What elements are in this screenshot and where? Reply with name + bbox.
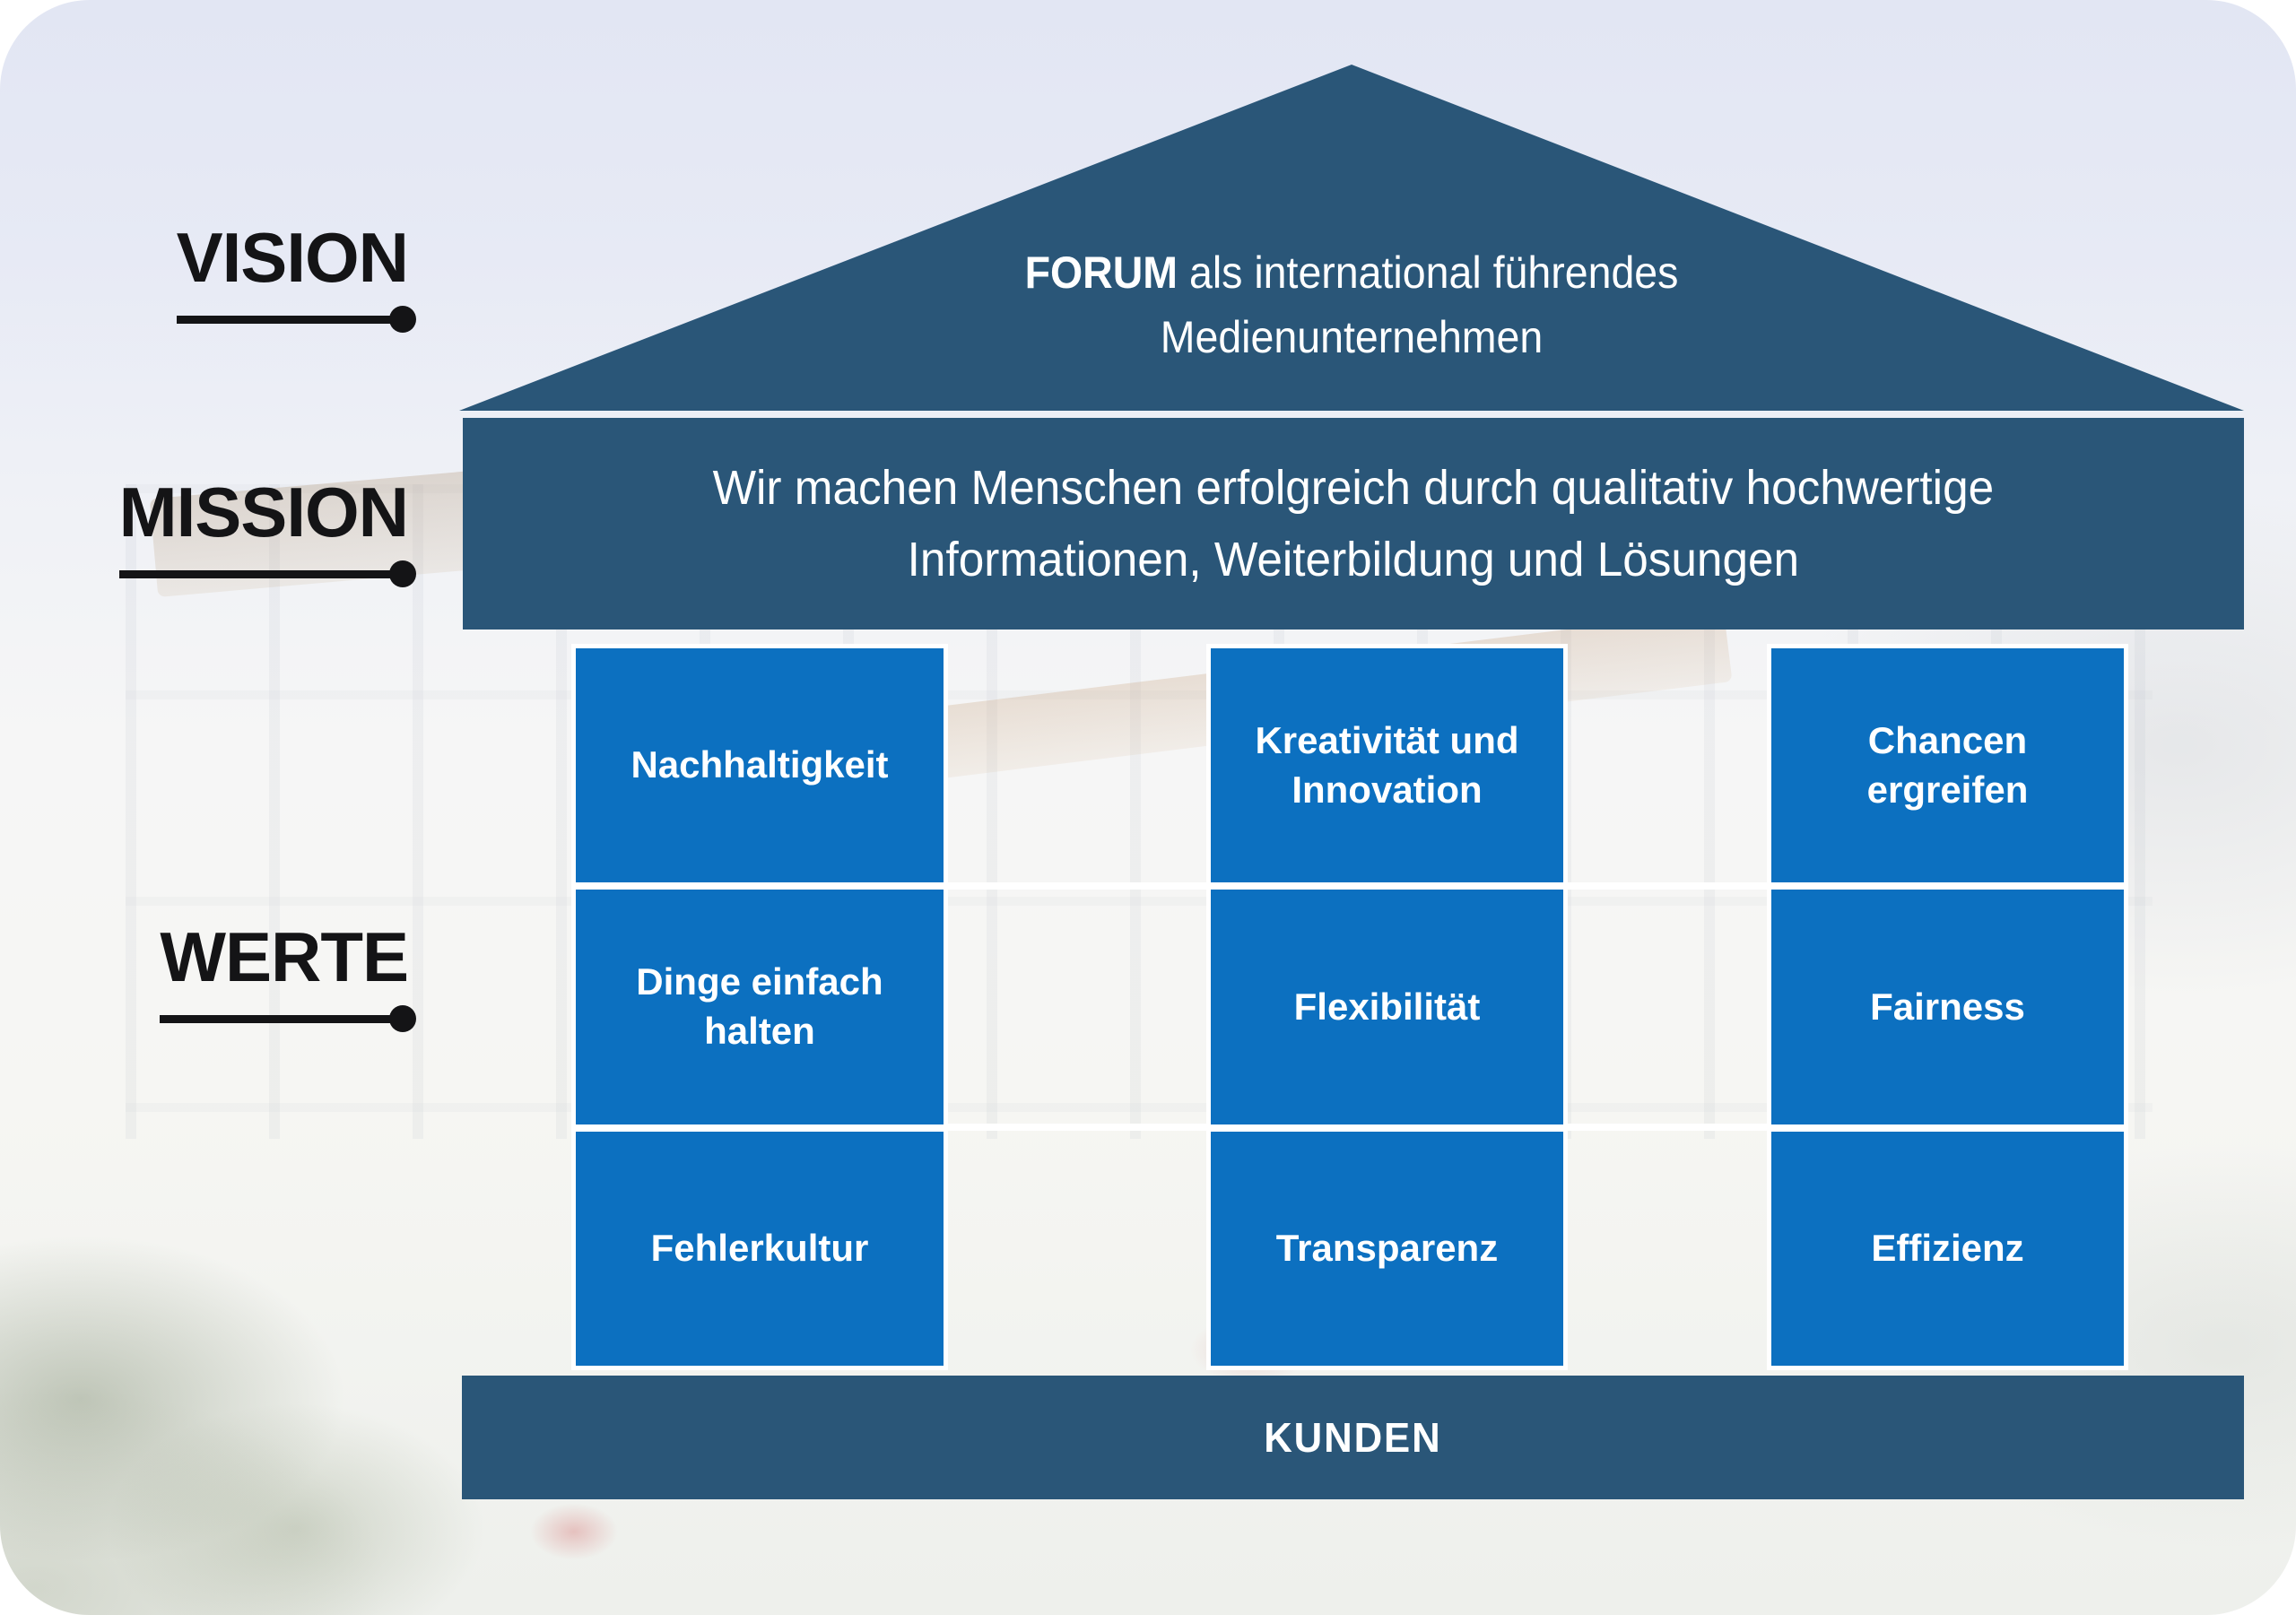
mission-band: Wir machen Menschen erfolgreich durch qu…	[463, 418, 2244, 630]
value-box-nachhaltigkeit: Nachhaltigkeit	[576, 648, 944, 883]
brand-name: FORUM	[1024, 247, 1178, 298]
values-pillar-1: Nachhaltigkeit Dinge einfach halten Fehl…	[571, 644, 948, 1370]
werte-label: WERTE	[160, 917, 416, 1032]
value-box-fairness: Fairness	[1771, 890, 2124, 1124]
mission-label: MISSION	[118, 473, 417, 587]
vision-label: VISION	[176, 218, 417, 333]
vision-statement-line2: Medienunternehmen	[1160, 312, 1544, 362]
mission-label-text: MISSION	[118, 473, 409, 551]
vision-statement-line1-rest: als international führendes	[1178, 247, 1679, 298]
values-pillar-3: Chancen ergreifen Fairness Effizienz	[1767, 644, 2128, 1370]
vision-statement-line1: FORUM als international führendes	[522, 240, 2182, 305]
value-box-dinge-einfach-halten: Dinge einfach halten	[576, 890, 944, 1124]
house-roof-triangle: FORUM als international führendes Medien…	[459, 65, 2244, 411]
vision-statement: FORUM als international führendes Medien…	[522, 240, 2182, 369]
kunden-bar: KUNDEN	[462, 1376, 2244, 1499]
value-box-kreativitaet-innovation: Kreativität und Innovation	[1211, 648, 1563, 883]
value-box-fehlerkultur: Fehlerkultur	[576, 1131, 944, 1366]
value-box-flexibilitaet: Flexibilität	[1211, 890, 1563, 1124]
mission-statement: Wir machen Menschen erfolgreich durch qu…	[712, 461, 1995, 586]
value-box-transparenz: Transparenz	[1211, 1131, 1563, 1366]
vision-underline-with-dot	[176, 306, 417, 333]
kunden-bar-label: KUNDEN	[1264, 1414, 1442, 1461]
werte-label-text: WERTE	[160, 917, 409, 996]
mission-underline-with-dot	[118, 560, 417, 587]
werte-underline-with-dot	[160, 1005, 416, 1032]
values-pillar-2: Kreativität und Innovation Flexibilität …	[1206, 644, 1568, 1370]
values-grid: Nachhaltigkeit Dinge einfach halten Fehl…	[571, 644, 2128, 1370]
vision-label-text: VISION	[176, 218, 409, 297]
value-box-effizienz: Effizienz	[1771, 1131, 2124, 1366]
value-box-chancen-ergreifen: Chancen ergreifen	[1771, 648, 2124, 883]
